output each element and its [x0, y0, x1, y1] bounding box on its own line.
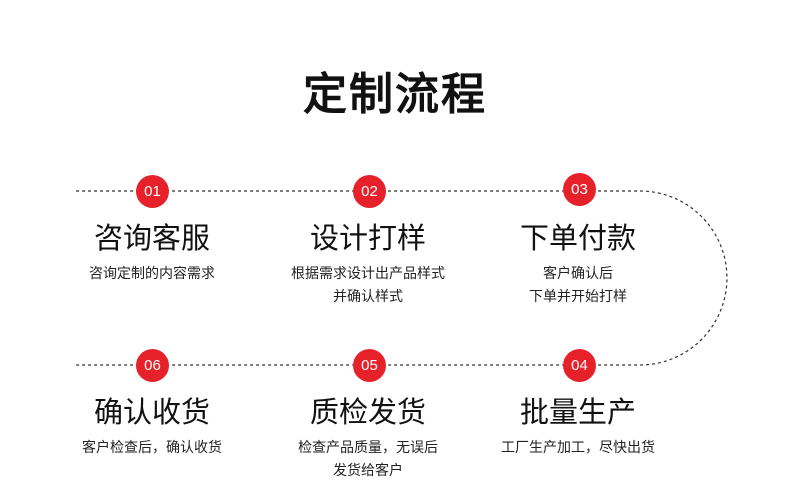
- step-desc: 咨询定制的内容需求: [42, 263, 262, 286]
- step-desc: 根据需求设计出产品样式 并确认样式: [258, 263, 478, 309]
- step-desc-line: 下单并开始打样: [529, 289, 627, 305]
- step-desc-line: 检查产品质量，无误后: [298, 440, 438, 456]
- step-title: 确认收货: [93, 395, 210, 429]
- step-title: 质检发货: [309, 395, 426, 429]
- step-desc-line: 并确认样式: [333, 289, 403, 305]
- step-desc-line: 发货给客户: [333, 463, 403, 479]
- step-number-06: 06: [136, 349, 169, 382]
- step-production: 批量生产 工厂生产加工，尽快出货: [468, 395, 688, 460]
- step-number-04: 04: [563, 349, 596, 382]
- step-receive: 确认收货 客户检查后，确认收货: [42, 395, 262, 460]
- step-desc: 检查产品质量，无误后 发货给客户: [258, 437, 478, 483]
- page-title: 定制流程: [303, 69, 487, 120]
- step-order: 下单付款 客户确认后 下单并开始打样: [468, 221, 688, 309]
- step-desc: 客户检查后，确认收货: [42, 437, 262, 460]
- step-title: 批量生产: [519, 395, 636, 429]
- step-desc-line: 根据需求设计出产品样式: [291, 266, 445, 282]
- step-desc-line: 工厂生产加工，尽快出货: [501, 440, 655, 456]
- step-title: 下单付款: [519, 221, 636, 255]
- step-desc-line: 客户确认后: [543, 266, 613, 282]
- step-title: 咨询客服: [93, 221, 210, 255]
- step-desc-line: 咨询定制的内容需求: [89, 266, 215, 282]
- step-design: 设计打样 根据需求设计出产品样式 并确认样式: [258, 221, 478, 309]
- step-consult: 咨询客服 咨询定制的内容需求: [42, 221, 262, 286]
- step-desc: 客户确认后 下单并开始打样: [468, 263, 688, 309]
- step-number-01: 01: [136, 175, 169, 208]
- step-number-05: 05: [353, 349, 386, 382]
- step-desc-line: 客户检查后，确认收货: [82, 440, 222, 456]
- step-title: 设计打样: [309, 221, 426, 255]
- step-inspect-ship: 质检发货 检查产品质量，无误后 发货给客户: [258, 395, 478, 483]
- step-number-03: 03: [563, 173, 596, 206]
- step-desc: 工厂生产加工，尽快出货: [468, 437, 688, 460]
- step-number-02: 02: [353, 175, 386, 208]
